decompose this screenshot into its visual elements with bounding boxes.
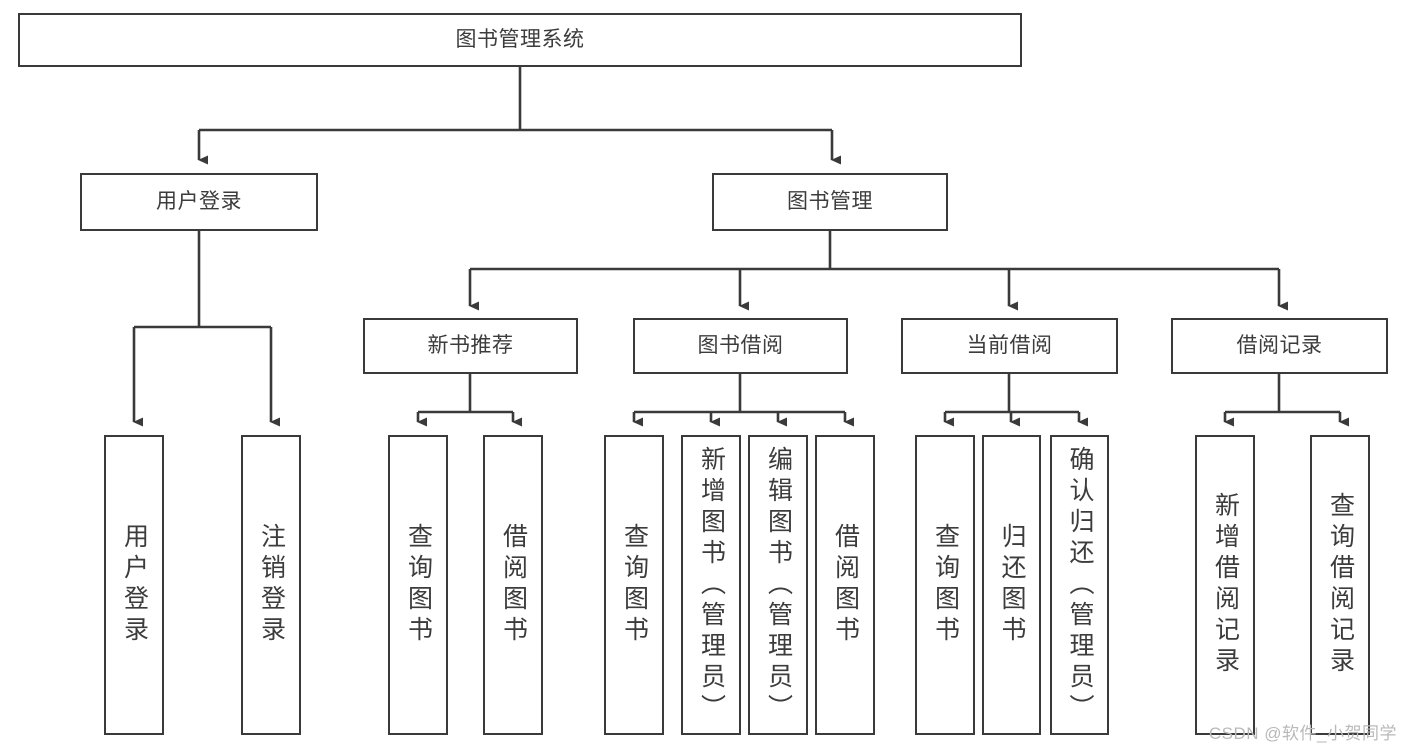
node-loan-records[interactable]: 借阅记录 xyxy=(1171,318,1388,374)
leaf-lr-query-record[interactable]: 查询借阅记录 xyxy=(1310,435,1370,735)
leaf-bb-edit-book-label: 编辑图书（管理员） xyxy=(764,445,793,725)
node-user-login[interactable]: 用户登录 xyxy=(80,173,318,231)
leaf-rec-query-book[interactable]: 查询图书 xyxy=(388,435,448,735)
leaf-cl-query-book[interactable]: 查询图书 xyxy=(915,435,975,735)
leaf-bb-borrow-book-label: 借阅图书 xyxy=(831,523,860,647)
leaf-cl-confirm-return-label: 确认归还（管理员） xyxy=(1066,445,1094,725)
node-book-borrowing-label: 图书借阅 xyxy=(697,334,784,358)
leaf-rec-borrow-book-label: 借阅图书 xyxy=(499,523,528,647)
leaf-bb-add-book-label: 新增图书（管理员） xyxy=(697,445,726,725)
node-root-label: 图书管理系统 xyxy=(455,28,585,52)
leaf-cl-return-book-label: 归还图书 xyxy=(998,523,1026,647)
leaf-logout[interactable]: 注销登录 xyxy=(241,435,301,735)
leaf-bb-add-book[interactable]: 新增图书（管理员） xyxy=(681,435,741,735)
node-book-management-label: 图书管理 xyxy=(787,190,873,214)
leaf-cl-query-book-label: 查询图书 xyxy=(931,523,960,647)
node-current-loans[interactable]: 当前借阅 xyxy=(901,318,1118,374)
leaf-user-login-label: 用户登录 xyxy=(120,523,149,647)
leaf-cl-return-book[interactable]: 归还图书 xyxy=(982,435,1041,735)
leaf-bb-borrow-book[interactable]: 借阅图书 xyxy=(815,435,875,735)
leaf-lr-query-record-label: 查询借阅记录 xyxy=(1326,492,1355,678)
leaf-rec-query-book-label: 查询图书 xyxy=(404,523,433,647)
leaf-lr-add-record-label: 新增借阅记录 xyxy=(1211,492,1240,678)
watermark: CSDN @软件_小贺同学 xyxy=(1208,724,1397,743)
node-user-login-label: 用户登录 xyxy=(156,190,242,214)
leaf-rec-borrow-book[interactable]: 借阅图书 xyxy=(483,435,543,735)
node-book-management[interactable]: 图书管理 xyxy=(712,173,948,231)
leaf-bb-query-book[interactable]: 查询图书 xyxy=(604,435,664,735)
node-loan-records-label: 借阅记录 xyxy=(1236,334,1323,358)
node-book-borrowing[interactable]: 图书借阅 xyxy=(633,318,848,374)
node-new-book-recommendation[interactable]: 新书推荐 xyxy=(363,318,578,374)
leaf-bb-query-book-label: 查询图书 xyxy=(620,523,649,647)
leaf-user-login[interactable]: 用户登录 xyxy=(104,435,164,735)
leaf-lr-add-record[interactable]: 新增借阅记录 xyxy=(1195,435,1255,735)
node-new-book-recommendation-label: 新书推荐 xyxy=(427,334,514,358)
node-current-loans-label: 当前借阅 xyxy=(966,334,1053,358)
node-root[interactable]: 图书管理系统 xyxy=(18,13,1022,67)
leaf-logout-label: 注销登录 xyxy=(257,523,286,647)
leaf-bb-edit-book[interactable]: 编辑图书（管理员） xyxy=(748,435,808,735)
leaf-cl-confirm-return[interactable]: 确认归还（管理员） xyxy=(1050,435,1109,735)
